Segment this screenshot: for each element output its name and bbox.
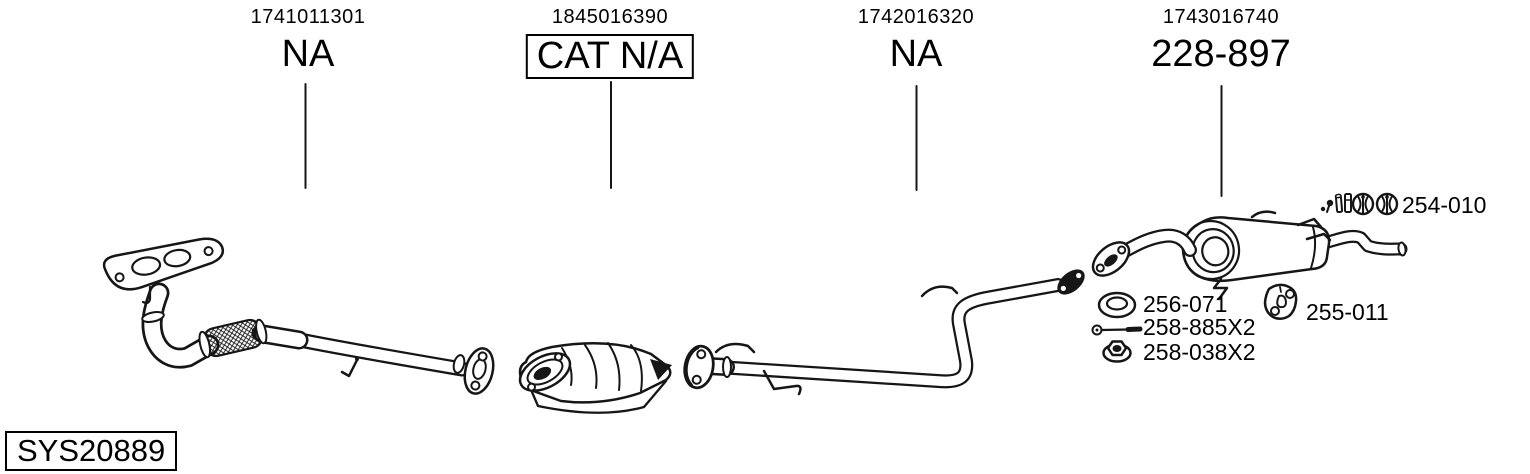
part-reference-text: NA	[889, 33, 943, 75]
flex-coupling-drawing	[198, 318, 268, 359]
gasket-ring-icon	[1097, 291, 1137, 319]
tailpipe-drawing	[1321, 229, 1408, 257]
hardware-part-number: 258-038X2	[1143, 339, 1256, 365]
center-pipe-drawing	[683, 269, 1085, 396]
hardware-part-number: 255-011	[1306, 299, 1389, 325]
part-reference-label: NA	[858, 33, 974, 75]
hardware-part-number: 254-010	[1402, 192, 1487, 218]
part-reference-text: NA	[281, 33, 335, 75]
part-reference-text: 228-897	[1151, 33, 1291, 75]
mounting-kit-icon	[1320, 192, 1399, 216]
part-label-group: 1742016320 NA	[858, 6, 974, 75]
rubber-hanger-icon	[1263, 283, 1298, 320]
part-label-group: 1741011301 NA	[251, 6, 366, 75]
part-number: 1741011301	[250, 6, 366, 28]
hardware-part-number: 258-885X2	[1143, 314, 1256, 340]
part-reference-label: 228-897	[1151, 33, 1291, 75]
flange-nut-icon	[1102, 340, 1132, 363]
part-number: 1743016740	[1162, 6, 1280, 28]
rear-silencer-drawing	[1091, 210, 1408, 301]
bolt-icon	[1091, 324, 1143, 336]
part-reference-label: CAT N/A	[525, 34, 695, 80]
front-pipe-drawing	[102, 237, 495, 395]
part-label-group: 1743016740 228-897	[1151, 6, 1290, 75]
leader-lines	[304, 81, 1223, 197]
catalytic-converter-drawing	[518, 342, 672, 414]
part-number: 1845016390	[551, 6, 669, 28]
part-number: 1742016320	[857, 6, 975, 28]
part-reference-text: CAT N/A	[525, 34, 695, 80]
system-code-badge: SYS20889	[5, 431, 178, 471]
part-label-group: 1845016390 CAT N/A	[525, 6, 695, 80]
hardware-part-number: 256-071	[1143, 291, 1228, 317]
part-reference-label: NA	[251, 33, 366, 75]
